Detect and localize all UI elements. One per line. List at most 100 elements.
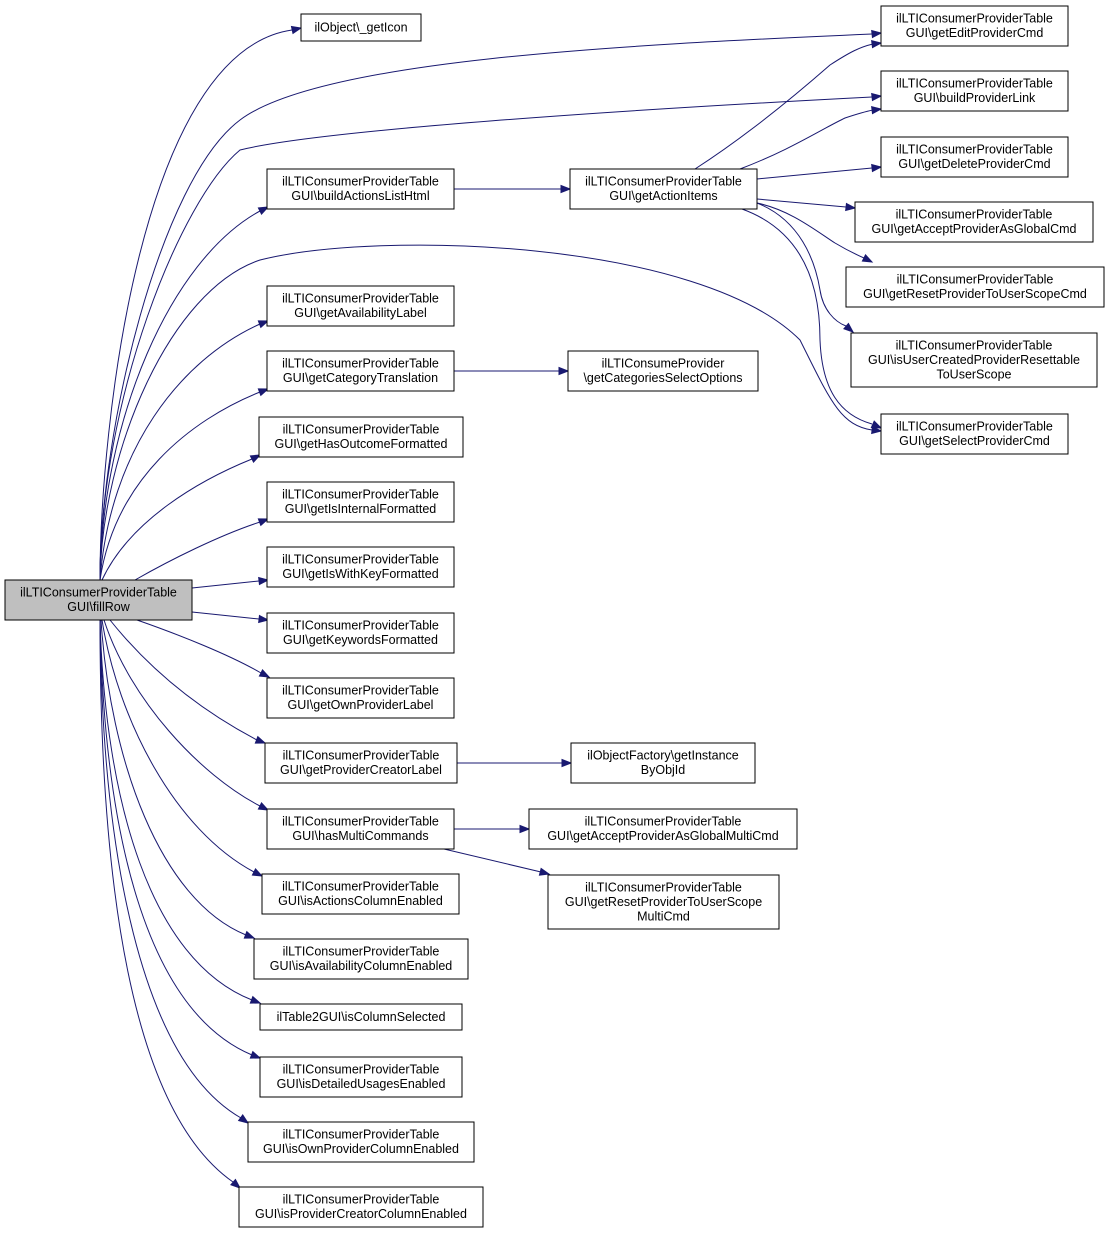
arrowhead — [249, 1050, 262, 1059]
edge-fill-row-to-get-select-provider-cmd — [99, 244, 883, 581]
node-box[interactable] — [880, 5, 1069, 47]
node-label-line: GUI\isProviderCreatorColumnEnabled — [255, 1207, 467, 1221]
node-get-category-translation[interactable]: ilLTIConsumerProviderTableGUI\getCategor… — [266, 350, 455, 392]
node-label-line: ilLTIConsumerProviderTable — [282, 880, 439, 894]
node-is-user-created-provider-resettable-to-user-scope[interactable]: ilLTIConsumerProviderTableGUI\isUserCrea… — [850, 332, 1098, 388]
edge-line — [99, 96, 873, 581]
node-label-line: ilLTIConsumerProviderTable — [896, 420, 1053, 434]
node-box[interactable] — [247, 1121, 475, 1163]
node-label-line: ilLTIConsumerProviderTable — [283, 945, 440, 959]
node-get-reset-provider-to-user-scope-cmd[interactable]: ilLTIConsumerProviderTableGUI\getResetPr… — [845, 266, 1105, 308]
node-box[interactable] — [570, 742, 756, 784]
node-box[interactable] — [266, 168, 455, 210]
node-box[interactable] — [264, 742, 458, 784]
node-box[interactable] — [253, 938, 469, 980]
node-get-select-provider-cmd[interactable]: ilLTIConsumerProviderTableGUI\getSelectP… — [880, 413, 1069, 455]
node-box[interactable] — [259, 1003, 463, 1031]
arrowhead — [243, 930, 256, 939]
node-label-line: ilLTIConsumerProviderTable — [283, 749, 440, 763]
arrowhead — [290, 25, 303, 35]
node-get-icon[interactable]: ilObject\_getIcon — [300, 13, 422, 42]
node-get-reset-provider-to-user-scope-multi-cmd[interactable]: ilLTIConsumerProviderTableGUI\getResetPr… — [547, 874, 780, 930]
node-label-line: GUI\getHasOutcomeFormatted — [275, 437, 448, 451]
edge-line — [99, 323, 261, 581]
edge-line — [756, 202, 847, 327]
node-box[interactable] — [266, 612, 455, 654]
edge-line — [100, 619, 247, 936]
node-box[interactable] — [880, 70, 1069, 112]
node-box[interactable] — [261, 873, 460, 915]
node-box[interactable] — [266, 808, 455, 850]
node-label-line: ilLTIConsumerProviderTable — [896, 143, 1053, 157]
node-label-line: GUI\getIsInternalFormatted — [285, 502, 437, 516]
node-get-accept-provider-as-global-multi-cmd[interactable]: ilLTIConsumerProviderTableGUI\getAcceptP… — [528, 808, 798, 850]
nodes-layer: ilLTIConsumerProviderTableGUI\fillRowilO… — [4, 5, 1105, 1228]
node-box[interactable] — [845, 266, 1105, 308]
node-label-line: ilLTIConsumerProviderTable — [283, 1128, 440, 1142]
node-box[interactable] — [259, 1056, 463, 1098]
node-label-line: ilLTIConsumerProviderTable — [282, 684, 439, 698]
node-label-line: GUI\getProviderCreatorLabel — [280, 763, 442, 777]
edge-fill-row-to-is-column-selected — [99, 619, 262, 1004]
node-label-line: GUI\getEditProviderCmd — [906, 26, 1044, 40]
edge-build-actions-list-html-to-get-action-items — [454, 184, 572, 194]
node-get-edit-provider-cmd[interactable]: ilLTIConsumerProviderTableGUI\getEditPro… — [880, 5, 1069, 47]
node-get-categories-select-options[interactable]: ilLTIConsumeProvider\getCategoriesSelect… — [567, 350, 759, 392]
node-box[interactable] — [547, 874, 780, 930]
node-box[interactable] — [850, 332, 1098, 388]
node-get-accept-provider-as-global-cmd[interactable]: ilLTIConsumerProviderTableGUI\getAcceptP… — [854, 201, 1094, 243]
node-label-line: ilLTIConsumerProviderTable — [282, 175, 439, 189]
node-label-line: GUI\fillRow — [67, 600, 130, 614]
node-get-own-provider-label[interactable]: ilLTIConsumerProviderTableGUI\getOwnProv… — [266, 677, 455, 719]
node-box[interactable] — [258, 416, 464, 458]
node-box[interactable] — [266, 350, 455, 392]
node-get-keywords-formatted[interactable]: ilLTIConsumerProviderTableGUI\getKeyword… — [266, 612, 455, 654]
arrowhead — [871, 39, 883, 49]
node-is-availability-column-enabled[interactable]: ilLTIConsumerProviderTableGUI\isAvailabi… — [253, 938, 469, 980]
node-has-multi-commands[interactable]: ilLTIConsumerProviderTableGUI\hasMultiCo… — [266, 808, 455, 850]
node-box[interactable] — [266, 285, 455, 327]
node-box[interactable] — [880, 413, 1069, 455]
node-get-is-with-key-formatted[interactable]: ilLTIConsumerProviderTableGUI\getIsWithK… — [266, 546, 455, 588]
edge-line — [99, 210, 261, 581]
edge-fill-row-to-get-edit-provider-cmd — [99, 29, 883, 581]
node-box[interactable] — [266, 546, 455, 588]
node-get-has-outcome-formatted[interactable]: ilLTIConsumerProviderTableGUI\getHasOutc… — [258, 416, 464, 458]
node-box[interactable] — [266, 481, 455, 523]
node-box[interactable] — [569, 168, 758, 210]
edge-fill-row-to-is-detailed-usages-enabled — [99, 619, 262, 1059]
edge-get-action-items-to-get-reset-provider-to-user-scope-cmd — [756, 202, 874, 263]
node-get-provider-creator-label[interactable]: ilLTIConsumerProviderTableGUI\getProvide… — [264, 742, 458, 784]
node-get-availability-label[interactable]: ilLTIConsumerProviderTableGUI\getAvailab… — [266, 285, 455, 327]
node-is-column-selected[interactable]: ilTable2GUI\isColumnSelected — [259, 1003, 463, 1031]
node-box[interactable] — [854, 201, 1094, 243]
node-is-provider-creator-column-enabled[interactable]: ilLTIConsumerProviderTableGUI\isProvider… — [238, 1186, 484, 1228]
node-label-line: ilLTIConsumerProviderTable — [282, 488, 439, 502]
node-is-detailed-usages-enabled[interactable]: ilLTIConsumerProviderTableGUI\isDetailed… — [259, 1056, 463, 1098]
node-box[interactable] — [528, 808, 798, 850]
node-box[interactable] — [567, 350, 759, 392]
node-label-line: ilLTIConsumerProviderTable — [282, 553, 439, 567]
node-is-own-provider-column-enabled[interactable]: ilLTIConsumerProviderTableGUI\isOwnProvi… — [247, 1121, 475, 1163]
node-label-line: GUI\getActionItems — [609, 189, 717, 203]
edge-has-multi-commands-to-get-accept-provider-as-global-multi-cmd — [454, 824, 531, 834]
node-is-actions-column-enabled[interactable]: ilLTIConsumerProviderTableGUI\isActionsC… — [261, 873, 460, 915]
node-build-provider-link[interactable]: ilLTIConsumerProviderTableGUI\buildProvi… — [880, 70, 1069, 112]
node-box[interactable] — [880, 136, 1069, 178]
node-box[interactable] — [4, 579, 193, 621]
node-label-line: ilLTIConsumerProviderTable — [896, 338, 1053, 352]
node-box[interactable] — [300, 13, 422, 42]
edge-line — [99, 619, 242, 1119]
node-label-line: ilLTIConsumerProviderTable — [585, 815, 742, 829]
node-get-delete-provider-cmd[interactable]: ilLTIConsumerProviderTableGUI\getDeleteP… — [880, 136, 1069, 178]
node-box[interactable] — [266, 677, 455, 719]
node-get-is-internal-formatted[interactable]: ilLTIConsumerProviderTableGUI\getIsInter… — [266, 481, 455, 523]
node-get-action-items[interactable]: ilLTIConsumerProviderTableGUI\getActionI… — [569, 168, 758, 210]
edge-line — [99, 29, 293, 581]
edge-line — [99, 619, 253, 1056]
node-box[interactable] — [238, 1186, 484, 1228]
node-build-actions-list-html[interactable]: ilLTIConsumerProviderTableGUI\buildActio… — [266, 168, 455, 210]
arrowhead — [870, 420, 883, 429]
